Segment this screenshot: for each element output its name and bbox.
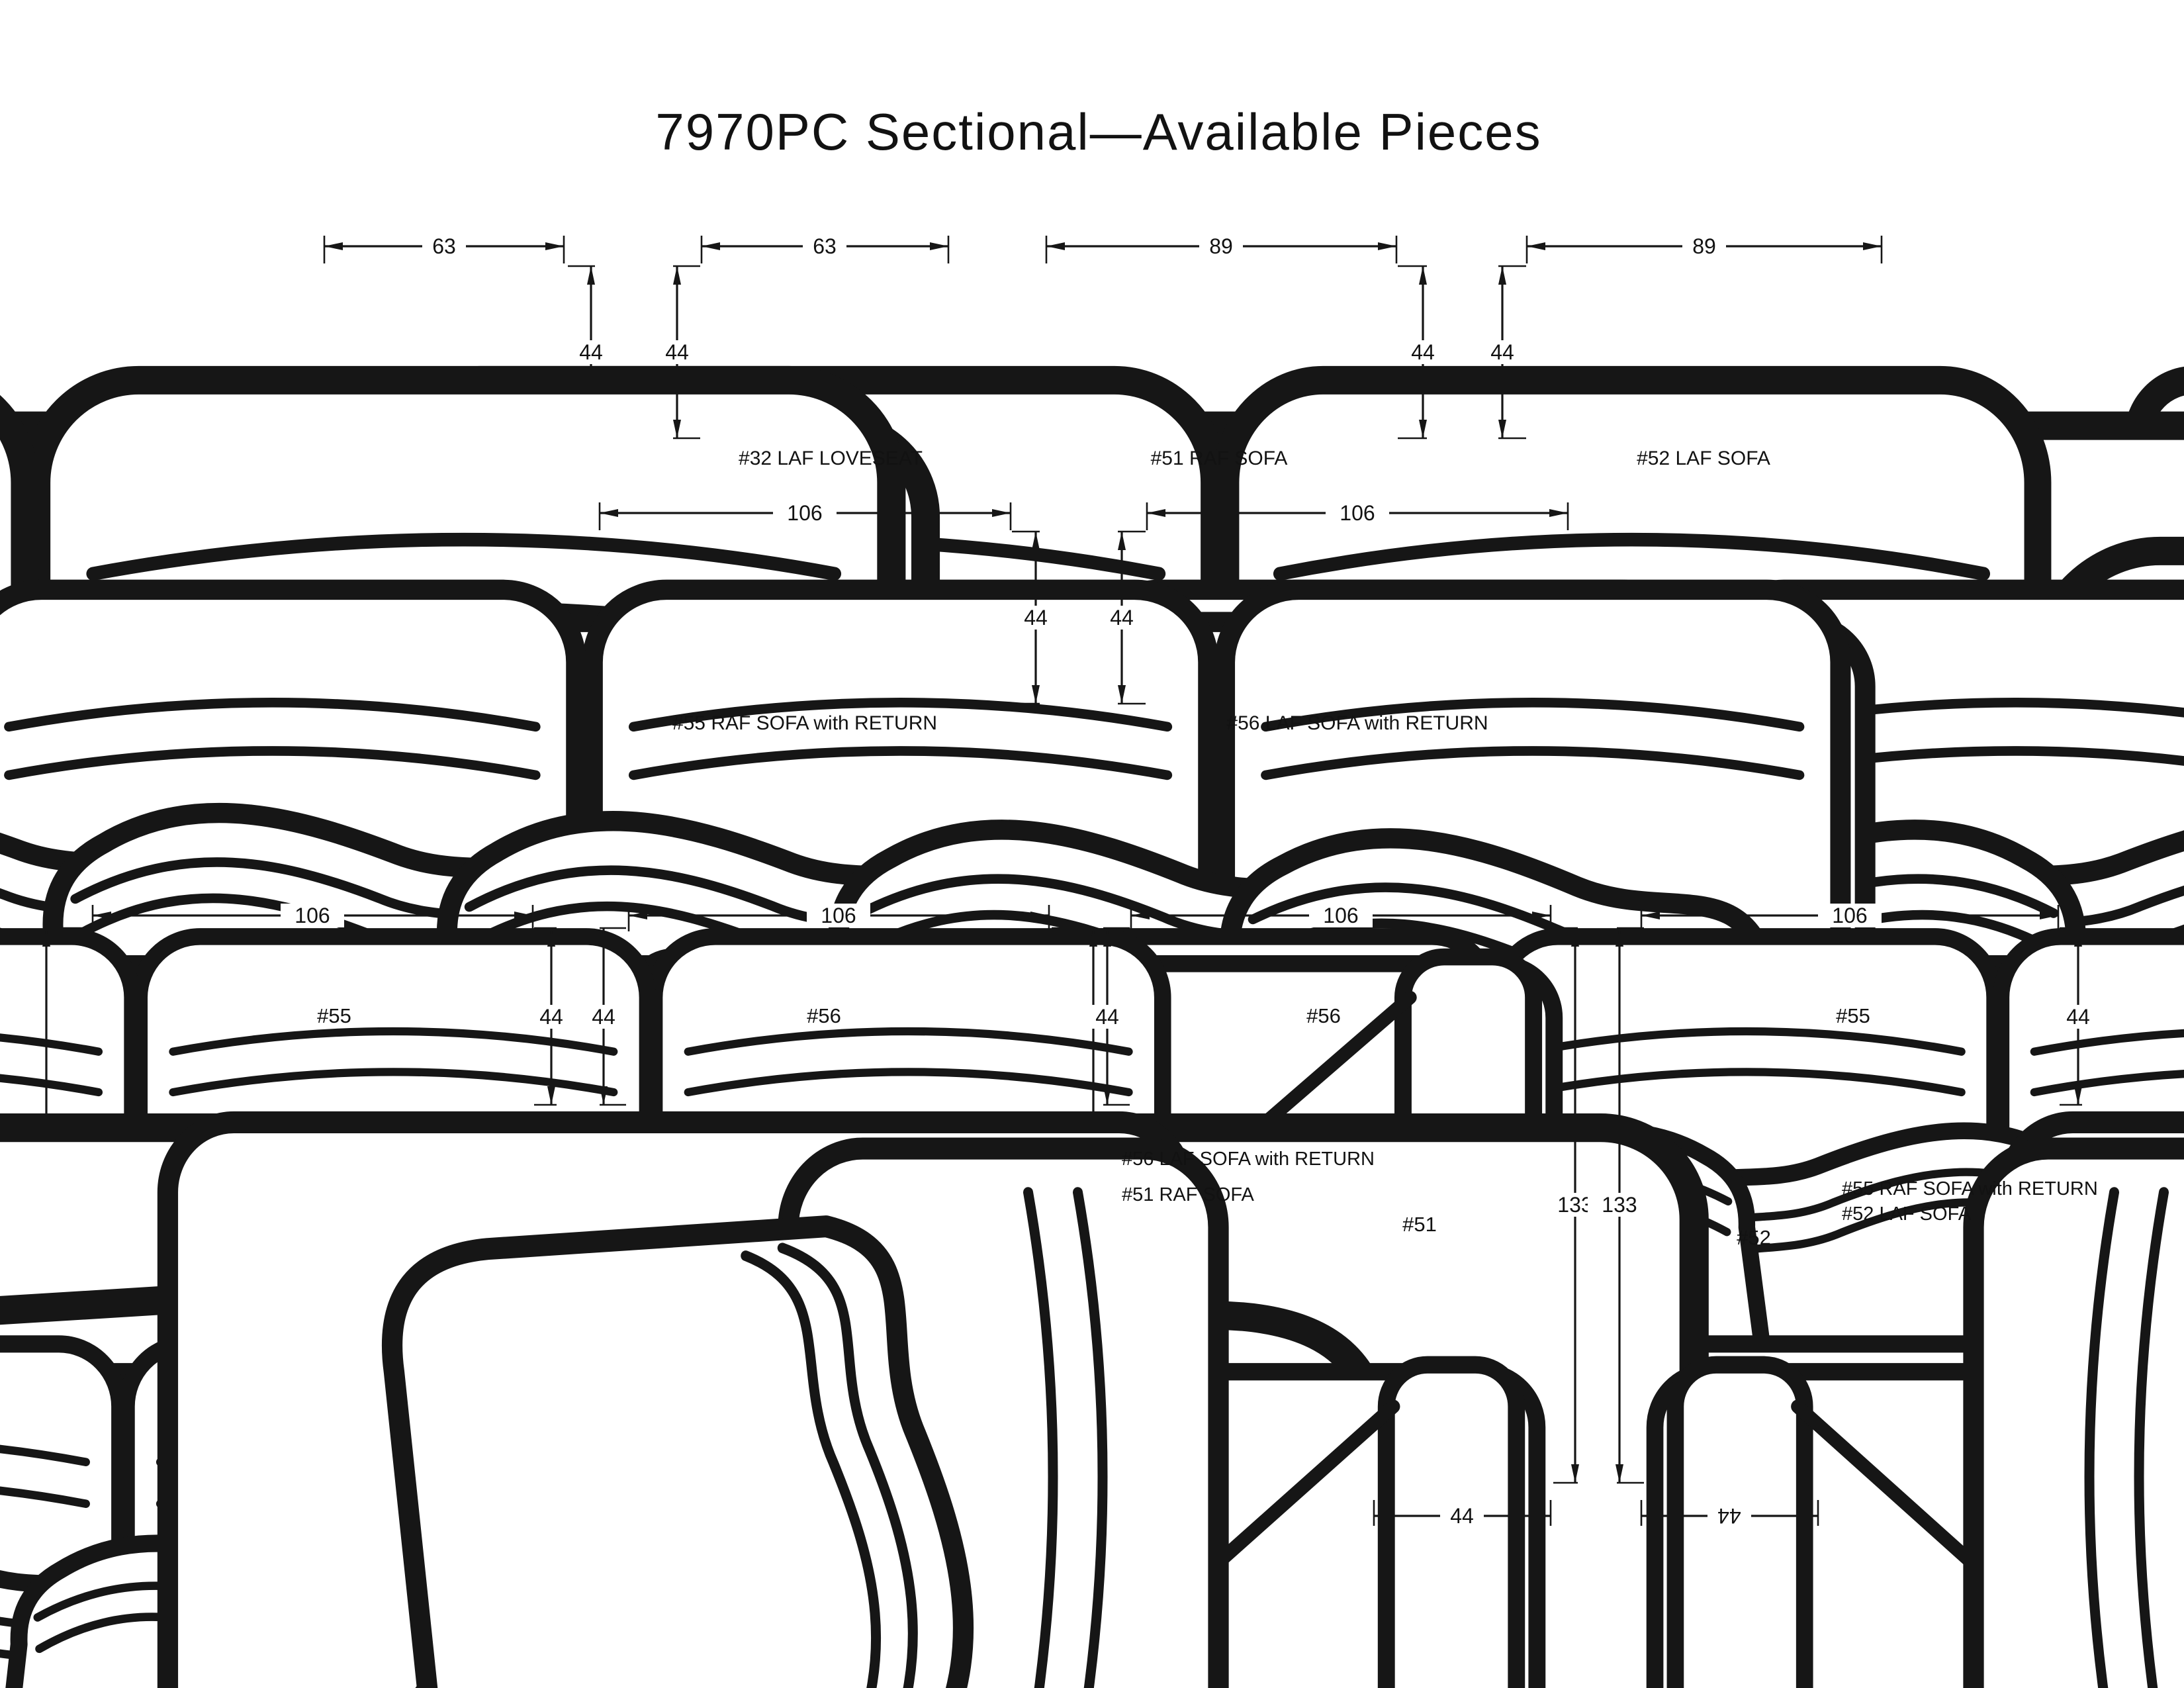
dim-value: 89 <box>1209 234 1233 258</box>
config-2-dim-width: 106 <box>627 904 1050 931</box>
piece-55-label: #55 RAF SOFA with RETURN <box>672 712 937 734</box>
dim-value: 44 <box>592 1005 615 1029</box>
dim-value: 44 <box>2066 1005 2090 1029</box>
config-4-text-line-1: #55 RAF SOFA with RETURN <box>1842 1178 2098 1199</box>
dim-value: 133 <box>1557 1193 1592 1217</box>
page-title: 7970PC Sectional—Available Pieces <box>655 103 1541 161</box>
config-3-text-line-1: #56 LAF SOFA with RETURN <box>1122 1149 1375 1170</box>
dim-value: 44 <box>1110 606 1134 630</box>
dim-value-upside-down: 44 <box>1717 1504 1741 1528</box>
dim-value: 44 <box>1024 606 1048 630</box>
config-3-label-top: #56 <box>1306 1004 1341 1027</box>
dim-value: 106 <box>295 904 330 927</box>
dim-value: 133 <box>1602 1193 1637 1217</box>
dim-value: 44 <box>665 340 689 364</box>
dim-value: 106 <box>1323 904 1358 927</box>
config-4-dim-height: 133 <box>1588 927 1651 1484</box>
dim-value: 106 <box>1340 501 1375 525</box>
piece-52-dim-depth: 44 <box>1480 265 1526 440</box>
dim-value: 44 <box>1450 1504 1474 1528</box>
config-1-label-top: #55 <box>317 1004 351 1027</box>
config-2-dim-depth: 44 <box>582 927 626 1106</box>
dim-value: 44 <box>579 340 603 364</box>
dim-value: 44 <box>1411 340 1435 364</box>
config-1-dim-depth: 44 <box>529 927 573 1106</box>
dim-value: 44 <box>1490 340 1514 364</box>
config-3-label-side: #51 <box>1402 1213 1437 1236</box>
config-1-dim-width: 106 <box>91 904 534 931</box>
piece-51-dim-width: 89 <box>1045 234 1398 263</box>
piece-51-dim-depth: 44 <box>1398 265 1445 440</box>
config-4-text-line-2: #52 LAF SOFA <box>1842 1203 1972 1225</box>
piece-32-dim-depth: 44 <box>655 265 700 440</box>
dim-value: 44 <box>539 1005 563 1029</box>
config-3-dim-return: 44 <box>1373 1500 1552 1528</box>
config-3-dim-width: 106 <box>1130 904 1552 931</box>
piece-32-label: #32 LAF LOVESEAT <box>739 447 923 469</box>
dim-value: 89 <box>1692 234 1716 258</box>
piece-56-dim-width: 106 <box>1146 501 1569 530</box>
config-4-dim-depth: 44 <box>2056 927 2100 1106</box>
piece-52-dim-width: 89 <box>1525 234 1883 263</box>
dim-value: 106 <box>787 501 822 525</box>
dim-value: 106 <box>1832 904 1867 927</box>
dim-value: 106 <box>821 904 856 927</box>
piece-51-label: #51 RAF SOFA <box>1151 447 1288 469</box>
piece-52-label: #52 LAF SOFA <box>1637 447 1770 469</box>
dim-value: 44 <box>1095 1005 1119 1029</box>
piece-55-dim-width: 106 <box>598 501 1012 530</box>
config-4-label-side: #52 <box>1737 1226 1771 1249</box>
config-3-dim-depth: 44 <box>1085 927 1130 1106</box>
piece-56-dim-depth: 44 <box>1100 530 1146 705</box>
config-4-label-top: #55 <box>1836 1004 1870 1027</box>
config-2-label-top: #56 <box>807 1004 841 1027</box>
dim-value: 63 <box>432 234 456 258</box>
piece-55-dim-depth: 44 <box>1012 530 1058 705</box>
config-3-text-line-2: #51 RAF SOFA <box>1122 1184 1255 1205</box>
piece-32-dim-width: 63 <box>700 234 950 263</box>
config-4-dim-return: 44 <box>1640 1500 1819 1528</box>
piece-31-dim-width: 63 <box>323 234 565 263</box>
config-4-dim-width: 106 <box>1640 904 2060 931</box>
dim-value: 63 <box>813 234 837 258</box>
piece-56-label: #56 LAF SOFA with RETURN <box>1226 712 1488 734</box>
